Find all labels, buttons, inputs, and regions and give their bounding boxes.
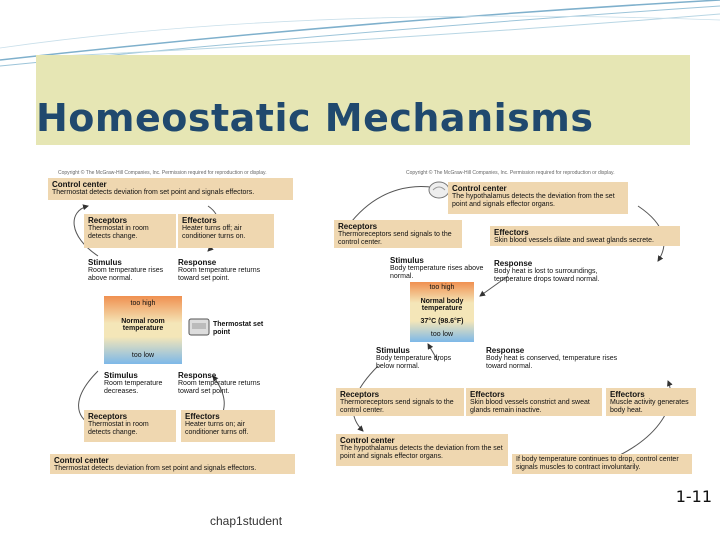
label-heading: Response [178,371,217,380]
right-effectors-bottom: Effectors Skin blood vessels constrict a… [466,388,602,416]
box-heading: Receptors [340,390,380,399]
left-effectors-bottom: Effectors Heater turns on; air condition… [181,410,275,442]
box-text: Muscle activity generates body heat. [610,399,689,415]
label-heading: Stimulus [104,371,138,380]
box-heading: Control center [340,436,395,445]
thermostat-icon [188,318,210,336]
right-stimulus-bottom: Stimulus Body temperature drops below no… [376,346,471,371]
box-text: Thermostat detects deviation from set po… [52,189,255,197]
left-receptors-top: Receptors Thermostat in room detects cha… [84,214,176,248]
right-copyright: Copyright © The McGraw-Hill Companies, I… [406,170,615,176]
box-heading: Control center [52,180,107,189]
brain-icon [428,181,450,199]
label-heading: Response [486,346,525,355]
left-response-bottom: Response Room temperature returns toward… [178,371,273,396]
right-receptors-bottom: Receptors Thermoreceptors send signals t… [336,388,464,416]
too-high-label: too high [429,284,455,291]
label-text: Room temperature returns toward set poin… [178,380,261,396]
box-heading: Receptors [88,216,128,225]
title-band [36,55,690,145]
box-text: Thermostat in room detects change. [88,421,149,437]
box-heading: Effectors [470,390,505,399]
right-control-center-bottom: Control center The hypothalamus detects … [336,434,508,466]
right-receptors-top: Receptors Thermoreceptors send signals t… [334,220,462,248]
right-stimulus-top: Stimulus Body temperature rises above no… [390,256,485,281]
label-heading: Stimulus [376,346,410,355]
box-text: Skin blood vessels constrict and sweat g… [470,399,590,415]
too-low-label: too low [131,352,155,359]
footer-text: chap1student [210,514,283,528]
room-temp-scale: too high Normal room temperature too low [104,296,182,364]
label-text: Room temperature returns toward set poin… [178,267,261,283]
left-receptors-bottom: Receptors Thermostat in room detects cha… [84,410,176,442]
label-text: Room temperature decreases. [104,380,163,396]
label-text: Body heat is conserved, temperature rise… [486,355,618,371]
right-response-top: Response Body heat is lost to surroundin… [494,259,624,284]
left-control-center-top: Control center Thermostat detects deviat… [48,178,293,200]
thermostat-set-point-label: Thermostat set point [213,321,264,337]
box-text: The hypothalamus detects the deviation f… [340,445,503,461]
left-control-center-bottom: Control center Thermostat detects deviat… [50,454,295,474]
box-text: Thermoreceptors send signals to the cont… [340,399,454,415]
slide-title: Homeostatic Mechanisms [36,96,594,140]
box-heading: Effectors [494,228,529,237]
homeostasis-figure: Copyright © The McGraw-Hill Companies, I… [18,166,698,476]
left-copyright: Copyright © The McGraw-Hill Companies, I… [58,170,267,176]
box-heading: Effectors [610,390,645,399]
normal-room-label: Normal room temperature [121,318,165,332]
box-text: The hypothalamus detects the deviation f… [452,193,615,209]
box-heading: Control center [54,456,109,465]
right-effectors-top: Effectors Skin blood vessels dilate and … [490,226,680,246]
box-heading: Receptors [338,222,378,231]
label-heading: Response [178,258,217,267]
left-response-top: Response Room temperature returns toward… [178,258,273,283]
box-heading: Effectors [182,216,217,225]
box-text: Heater turns off; air conditioner turns … [182,225,246,241]
too-high-label: too high [130,300,156,307]
label-text: Body heat is lost to surroundings, tempe… [494,268,600,284]
left-stimulus-top: Stimulus Room temperature rises above no… [88,258,168,283]
too-low-label: too low [430,331,454,338]
label-heading: Response [494,259,533,268]
label-text: Body temperature rises above normal. [390,265,484,281]
box-text: Thermostat detects deviation from set po… [54,465,257,473]
left-stimulus-bottom: Stimulus Room temperature decreases. [104,371,179,396]
box-heading: Receptors [88,412,128,421]
label-text: Room temperature rises above normal. [88,267,164,283]
normal-body-label: Normal body temperature [420,298,464,312]
box-text: Skin blood vessels dilate and sweat glan… [494,237,654,245]
box-heading: Effectors [185,412,220,421]
page-number: 1-11 [675,487,712,506]
box-text: Thermostat in room detects change. [88,225,149,241]
label-heading: Stimulus [88,258,122,267]
right-control-center-top: Control center The hypothalamus detects … [448,182,628,214]
box-text: Heater turns on; air conditioner turns o… [185,421,249,437]
box-heading: Control center [452,184,507,193]
left-effectors-top: Effectors Heater turns off; air conditio… [178,214,274,248]
right-shivering-note: If body temperature continues to drop, c… [512,454,692,474]
right-effectors-muscle: Effectors Muscle activity generates body… [606,388,696,416]
label-text: Body temperature drops below normal. [376,355,452,371]
right-response-bottom: Response Body heat is conserved, tempera… [486,346,626,371]
box-text: If body temperature continues to drop, c… [516,456,679,472]
body-temp-scale: too high Normal body temperature 37°C (9… [410,282,474,342]
label-heading: Stimulus [390,256,424,265]
box-text: Thermoreceptors send signals to the cont… [338,231,452,247]
body-temp-value: 37°C (98.6°F) [420,318,464,325]
